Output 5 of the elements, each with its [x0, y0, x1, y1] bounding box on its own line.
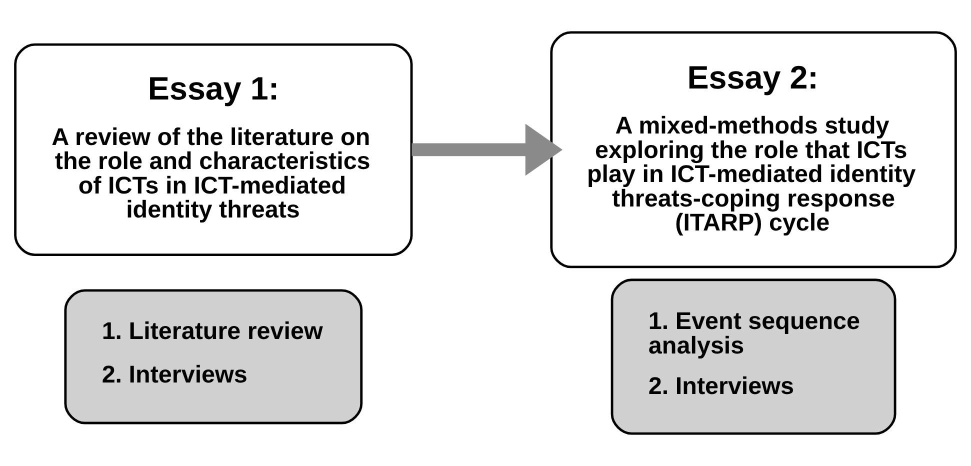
node-box: 1. Literature review 2. Interviews: [64, 289, 363, 424]
node-box: Essay 1: A review of the literature on the role and characteristics of ICTs in ICT-mediated identity threats: [14, 43, 413, 256]
node-box: 1. Event sequence analysis 2. Interviews: [610, 278, 896, 435]
arrow: [412, 124, 563, 176]
node-box: Essay 2: A mixed-methods study exploring the role that ICTs play in ICT-mediated identity threats-coping response (ITARP) cycle: [550, 31, 957, 268]
